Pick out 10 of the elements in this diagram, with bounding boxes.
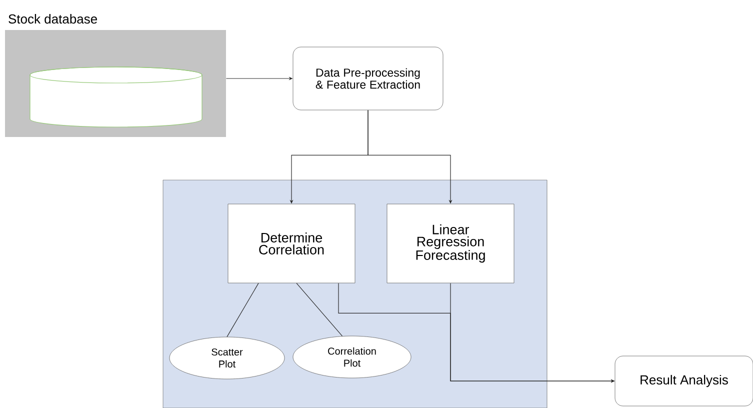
process-box: Data Pre-processing & Feature Extraction xyxy=(292,46,444,110)
node-label: Stock database xyxy=(8,14,98,24)
connector-line xyxy=(226,282,259,338)
result-box: Result Analysis xyxy=(614,356,753,406)
process-box: Determine Correlation xyxy=(228,204,356,284)
connector-line xyxy=(296,282,343,336)
ellipse-node: Correlation Plot xyxy=(292,336,412,378)
process-box: Linear Regression Forecasting xyxy=(386,204,514,284)
database-cylinder xyxy=(30,66,202,128)
ellipse-node: Scatter Plot xyxy=(169,336,285,380)
